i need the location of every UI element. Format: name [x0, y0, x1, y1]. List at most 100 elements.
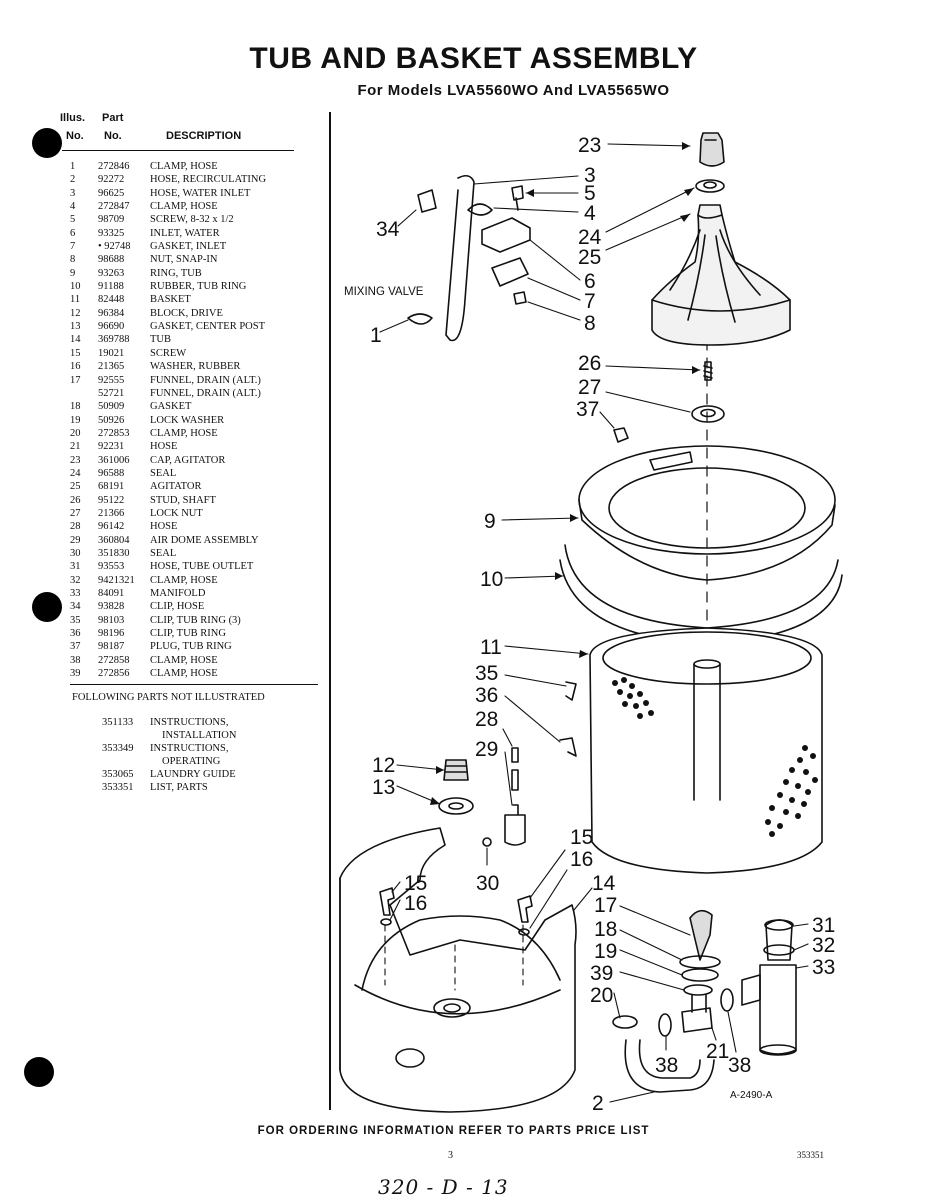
callout-16-left: 16: [404, 892, 427, 915]
parts-description: CLAMP, HOSE: [150, 161, 218, 172]
parts-part-no: 96142: [98, 521, 125, 533]
callout-39: 39: [590, 962, 613, 985]
clamp-38-right: [720, 988, 734, 1012]
callout-20: 20: [590, 984, 613, 1007]
parts-illus-no: 11: [70, 294, 81, 306]
callout-13: 13: [372, 776, 395, 799]
callout-8: 8: [584, 312, 596, 335]
parts-part-no: 92272: [98, 174, 125, 186]
parts-illus-no: 27: [70, 507, 81, 519]
clamp-32: [763, 944, 795, 956]
not-illustrated-description: LIST, PARTS: [150, 781, 310, 794]
header-no-left: No.: [66, 130, 84, 142]
callout-12: 12: [372, 754, 395, 777]
screw-15-left: [379, 887, 395, 916]
tub-ring-rubber: [564, 544, 839, 629]
page-subtitle: For Models LVA5560WO And LVA5565WO: [357, 82, 670, 99]
lock-nut: [691, 405, 725, 423]
parts-part-no: 96690: [98, 321, 125, 333]
binder-hole-top: [32, 128, 62, 158]
parts-illus-no: 14: [70, 334, 81, 346]
tub-ring-plug: [613, 427, 629, 443]
callout-3: 3: [584, 164, 596, 187]
parts-part-no: 96625: [98, 187, 125, 199]
parts-part-no: 21365: [98, 361, 125, 373]
seal-30: [482, 837, 492, 847]
description-line-2: OPERATING: [162, 756, 221, 767]
diagram-drawing: [339, 132, 843, 1113]
parts-illus-no: 1: [70, 161, 76, 172]
callout-4: 4: [584, 202, 596, 225]
seal-24: [695, 179, 725, 193]
mixing-valve-label: MIXING VALVE: [344, 286, 424, 298]
callout-11: 11: [480, 636, 502, 659]
parts-illus-no: 9: [70, 267, 76, 279]
parts-illus-no: 19: [70, 414, 81, 426]
parts-illus-no: 12: [70, 307, 81, 319]
parts-illus-no: 5: [70, 214, 76, 226]
not-illustrated-part-no: 353349: [102, 743, 134, 754]
parts-illus-no: 26: [70, 494, 81, 506]
tub-ring-clip-36: [559, 737, 577, 757]
drain-funnel: [689, 909, 713, 961]
binder-hole-bottom: [24, 1057, 54, 1087]
description-line-1: LAUNDRY GUIDE: [150, 769, 236, 780]
parts-description: CLIP, HOSE: [150, 601, 205, 613]
parts-part-no: 96588: [98, 467, 125, 479]
parts-illus-no: 13: [70, 321, 81, 333]
parts-part-no: 272846: [98, 161, 130, 172]
parts-illus-no: [70, 387, 98, 400]
parts-description: CLIP, TUB RING (3): [150, 614, 241, 626]
manifold: [759, 964, 797, 1055]
agitator: [651, 204, 791, 346]
parts-part-no: 93553: [98, 561, 125, 573]
parts-part-no: 361006: [98, 454, 130, 466]
parts-description: TUB: [150, 334, 171, 346]
parts-illus-no: 18: [70, 401, 81, 413]
air-dome: [504, 804, 526, 846]
callout-27: 27: [578, 376, 601, 399]
screw-5: [511, 185, 524, 211]
callout-10: 10: [480, 568, 503, 591]
parts-description: NUT, SNAP-IN: [150, 254, 218, 266]
parts-description: BASKET: [150, 294, 191, 306]
parts-part-no: 82448: [98, 294, 125, 306]
callout-23: 23: [578, 134, 601, 157]
parts-description: AGITATOR: [150, 481, 202, 493]
description-line-1: INSTRUCTIONS,: [150, 717, 229, 728]
parts-illus-no: 29: [70, 534, 81, 546]
parts-part-no: 93325: [98, 227, 125, 239]
header-rule: [62, 150, 294, 151]
callout-7: 7: [584, 290, 596, 313]
parts-part-no: 93263: [98, 267, 125, 279]
parts-illus-no: 21: [70, 441, 81, 453]
parts-row: 1 272846 CLAMP, HOSE: [70, 160, 310, 173]
parts-illus-no: 30: [70, 547, 81, 559]
parts-description: INLET, WATER: [150, 227, 220, 239]
parts-description: CLIP, TUB RING: [150, 628, 226, 640]
snap-nut: [513, 291, 527, 305]
parts-illus-no: 6: [70, 227, 76, 239]
header-description: DESCRIPTION: [166, 130, 242, 142]
parts-illus-no: 4: [70, 201, 76, 213]
callout-9: 9: [484, 510, 496, 533]
parts-description: WASHER, RUBBER: [150, 361, 241, 373]
drive-block: [443, 759, 469, 781]
callout-2: 2: [592, 1092, 604, 1115]
parts-part-no: 98187: [98, 641, 125, 653]
callout-16-right: 16: [570, 848, 593, 871]
